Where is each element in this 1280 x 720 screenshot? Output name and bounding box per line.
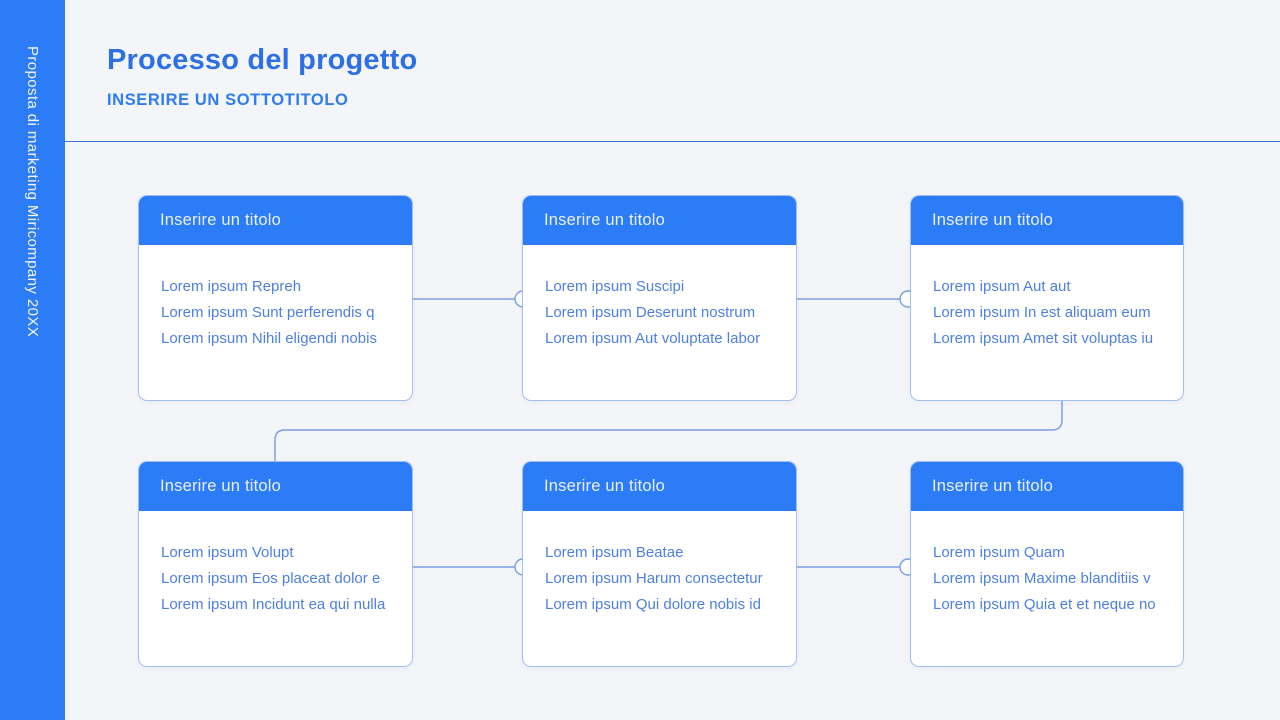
card-5-title-bar: Inserire un titolo [523, 462, 796, 511]
card-1-item-3: Lorem ipsum Nihil eligendi nobis [161, 330, 377, 347]
card-6-item-3: Lorem ipsum Quia et et neque no [933, 596, 1156, 613]
header-divider [65, 141, 1280, 142]
card-4-item-1: Lorem ipsum Volupt [161, 544, 294, 561]
card-5-item-2: Lorem ipsum Harum consectetur [545, 570, 763, 587]
card-3-item-2: Lorem ipsum In est aliquam eum [933, 304, 1151, 321]
card-2-item-2: Lorem ipsum Deserunt nostrum [545, 304, 756, 321]
page-subtitle: INSERIRE UN SOTTOTITOLO [107, 91, 349, 109]
process-card-6[interactable]: Inserire un titolo Lorem ipsum Quam Lore… [910, 461, 1184, 667]
card-4-title-bar: Inserire un titolo [139, 462, 412, 511]
card-3-title-bar: Inserire un titolo [911, 196, 1183, 245]
page-title: Processo del progetto [107, 44, 418, 76]
process-card-2[interactable]: Inserire un titolo Lorem ipsum Suscipi L… [522, 195, 797, 401]
card-2-title: Inserire un titolo [544, 210, 665, 229]
card-1-item-1: Lorem ipsum Repreh [161, 278, 302, 295]
card-2-item-1: Lorem ipsum Suscipi [545, 278, 685, 295]
card-6-body: Lorem ipsum Quam Lorem ipsum Maxime blan… [911, 511, 1183, 618]
card-4-item-3: Lorem ipsum Incidunt ea qui nulla [161, 596, 386, 613]
card-6-item-1: Lorem ipsum Quam [933, 544, 1065, 561]
card-1-title: Inserire un titolo [160, 210, 281, 229]
card-3-body: Lorem ipsum Aut aut Lorem ipsum In est a… [911, 245, 1183, 352]
card-1-title-bar: Inserire un titolo [139, 196, 412, 245]
card-5-body: Lorem ipsum Beatae Lorem ipsum Harum con… [523, 511, 796, 618]
process-card-5[interactable]: Inserire un titolo Lorem ipsum Beatae Lo… [522, 461, 797, 667]
card-6-title: Inserire un titolo [932, 476, 1053, 495]
card-4-body: Lorem ipsum Volupt Lorem ipsum Eos place… [139, 511, 412, 618]
process-card-1[interactable]: Inserire un titolo Lorem ipsum Repreh Lo… [138, 195, 413, 401]
card-3-title: Inserire un titolo [932, 210, 1053, 229]
card-1-item-2: Lorem ipsum Sunt perferendis q [161, 304, 375, 321]
card-5-item-3: Lorem ipsum Qui dolore nobis id [545, 596, 761, 613]
card-2-title-bar: Inserire un titolo [523, 196, 796, 245]
card-6-item-2: Lorem ipsum Maxime blanditiis v [933, 570, 1151, 587]
process-card-3[interactable]: Inserire un titolo Lorem ipsum Aut aut L… [910, 195, 1184, 401]
process-card-4[interactable]: Inserire un titolo Lorem ipsum Volupt Lo… [138, 461, 413, 667]
sidebar-vertical-label: Proposta di marketing Miricompany 20XX [24, 46, 41, 338]
card-2-body: Lorem ipsum Suscipi Lorem ipsum Deserunt… [523, 245, 796, 352]
slide-header: Processo del progetto INSERIRE UN SOTTOT… [107, 44, 417, 110]
card-6-title-bar: Inserire un titolo [911, 462, 1183, 511]
sidebar-strip: Proposta di marketing Miricompany 20XX [0, 0, 65, 720]
card-3-item-1: Lorem ipsum Aut aut [933, 278, 1071, 295]
card-1-body: Lorem ipsum Repreh Lorem ipsum Sunt perf… [139, 245, 412, 352]
card-4-title: Inserire un titolo [160, 476, 281, 495]
card-5-title: Inserire un titolo [544, 476, 665, 495]
connector-elbow-card3-card4 [274, 401, 1063, 461]
card-3-item-3: Lorem ipsum Amet sit voluptas iu [933, 330, 1154, 347]
card-5-item-1: Lorem ipsum Beatae [545, 544, 684, 561]
card-4-item-2: Lorem ipsum Eos placeat dolor e [161, 570, 381, 587]
card-2-item-3: Lorem ipsum Aut voluptate labor [545, 330, 761, 347]
